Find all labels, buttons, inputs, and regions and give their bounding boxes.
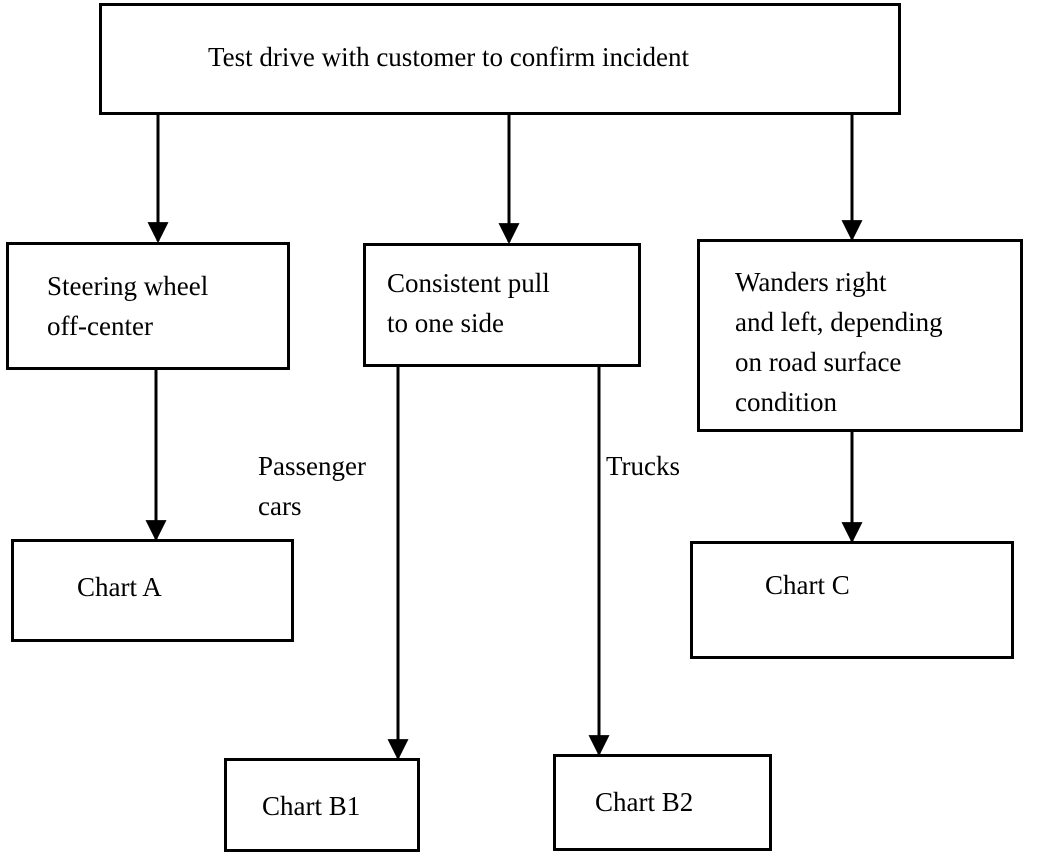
node-chart-b2: Chart B2 [553,754,772,851]
node-consistent-pull-label: Consistent pull to one side [387,268,550,338]
node-chart-c-label: Chart C [765,570,850,600]
node-chart-c: Chart C [690,541,1014,659]
node-consistent-pull: Consistent pull to one side [363,243,641,367]
node-chart-b1-label: Chart B1 [262,791,361,821]
node-wanders-label: Wanders right and left, depending on roa… [735,267,943,417]
node-test-drive-label: Test drive with customer to confirm inci… [208,42,689,72]
node-steering-off-center-label: Steering wheel off-center [47,271,209,341]
node-test-drive: Test drive with customer to confirm inci… [99,3,901,115]
node-chart-b1: Chart B1 [224,758,420,852]
node-chart-a: Chart A [11,539,294,642]
node-chart-b2-label: Chart B2 [595,787,694,817]
node-steering-off-center: Steering wheel off-center [6,242,290,370]
edge-label-passenger-cars: Passenger cars [258,451,366,521]
node-chart-a-label: Chart A [77,572,162,602]
edge-label-trucks: Trucks [606,451,681,481]
node-wanders: Wanders right and left, depending on roa… [697,239,1023,432]
